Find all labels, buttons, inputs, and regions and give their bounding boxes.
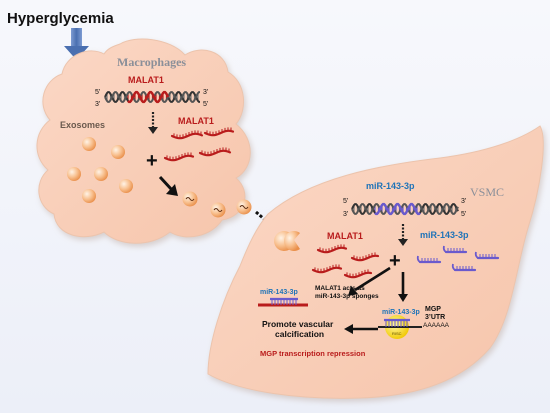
title-hyperglycemia: Hyperglycemia <box>7 10 114 27</box>
sponge-text-line1: MALAT1 acts as <box>315 285 365 292</box>
exosome <box>119 179 133 193</box>
vsmc-cell <box>207 125 544 399</box>
dna1-3prime-top: 3’ <box>203 89 209 96</box>
dna2-3prime-bottom: 3’ <box>343 211 349 218</box>
macrophage-plus: + <box>146 150 158 172</box>
exosome-group <box>67 137 133 203</box>
malat1-rna <box>163 152 195 162</box>
dna-gene-segment <box>374 202 421 216</box>
mirna-loop <box>416 255 421 263</box>
repression-label: MGP transcription repression <box>260 349 366 358</box>
mirna <box>416 255 442 264</box>
dna2-3prime-top: 3’ <box>461 198 467 205</box>
macrophage-rna-label: MALAT1 <box>178 116 214 126</box>
dna1-5prime-bottom: 5’ <box>203 101 209 108</box>
fusing-exosome-body <box>284 230 300 252</box>
dna-strand <box>104 91 200 103</box>
exosome-cargo-rna <box>239 205 249 209</box>
rna-backbone <box>343 271 373 279</box>
macrophage-gene-label: MALAT1 <box>128 75 164 85</box>
dna-strand <box>351 203 459 215</box>
vsmc-malat1-label: MALAT1 <box>327 231 363 241</box>
vsmc-label: VSMC <box>470 185 504 199</box>
sponge-arrow <box>348 266 391 296</box>
poly-a-tail: AAAAAA <box>423 322 450 329</box>
vsmc-mirna-gene-label: miR-143-3p <box>366 181 415 191</box>
targeting-arrow <box>398 272 408 302</box>
loaded-exosome-group <box>182 191 252 218</box>
vsmc-malat1-rna <box>311 264 343 274</box>
mirna-loop <box>451 263 456 271</box>
outcome-line1: Promote vascular <box>262 319 334 329</box>
mgp-label-line2: 3’UTR <box>425 314 445 321</box>
dna-gene-segment <box>127 90 170 104</box>
transcription-arrow-2 <box>398 224 408 246</box>
exosome <box>111 145 125 159</box>
malat1-rna <box>198 147 232 157</box>
exosomes-label: Exosomes <box>60 120 105 130</box>
vsmc-malat1-rna <box>350 252 380 262</box>
macrophage-dna <box>104 90 200 104</box>
exosome <box>67 167 81 181</box>
mirna <box>442 245 468 254</box>
exosome <box>82 189 96 203</box>
vsmc-dna <box>351 202 459 216</box>
mirna <box>474 251 500 260</box>
exosome-cargo-rna <box>213 208 223 212</box>
mgp-label-line1: MGP <box>425 306 441 313</box>
vsmc-malat1-rna <box>343 269 373 279</box>
malat1-rna <box>170 130 204 140</box>
rna-backbone <box>350 254 380 262</box>
mirna <box>451 263 477 272</box>
macrophages-label: Macrophages <box>117 55 186 69</box>
dna1-3prime-bottom: 3’ <box>95 101 101 108</box>
vsmc-malat1-rna <box>316 244 348 254</box>
mirna-loop <box>442 245 447 253</box>
sponge-complex <box>258 297 308 307</box>
exosome <box>82 137 96 151</box>
dna1-5prime-top: 5’ <box>95 89 101 96</box>
sponge-mirna-label: miR-143-3p <box>260 289 298 296</box>
packaging-arrow <box>158 175 178 196</box>
hyperglycemia-down-arrow <box>64 28 89 60</box>
outcome-line2: calcification <box>275 329 324 339</box>
exosome-cargo-rna <box>185 197 195 201</box>
dna2-5prime-bottom: 5’ <box>461 211 467 218</box>
vsmc-mirna-label: miR-143-3p <box>420 230 469 240</box>
mirna-loop <box>474 251 479 259</box>
transcription-arrow-1 <box>148 112 158 134</box>
macrophage-malat1-rna-group <box>163 127 235 162</box>
risc-label: RISC <box>392 331 402 336</box>
vsmc-mirna-group <box>416 245 500 272</box>
mgp-mirna-label: miR-143-3p <box>382 309 420 316</box>
exosome <box>94 167 108 181</box>
outcome-arrow <box>344 324 378 334</box>
sponge-text-line2: miR-143-3p sponges <box>315 293 379 300</box>
vsmc-plus: + <box>389 250 401 272</box>
vsmc-malat1-rna-group <box>311 244 380 279</box>
malat1-rna <box>203 127 235 137</box>
mgp-binding-complex <box>378 318 422 328</box>
dna2-5prime-top: 5’ <box>343 198 349 205</box>
